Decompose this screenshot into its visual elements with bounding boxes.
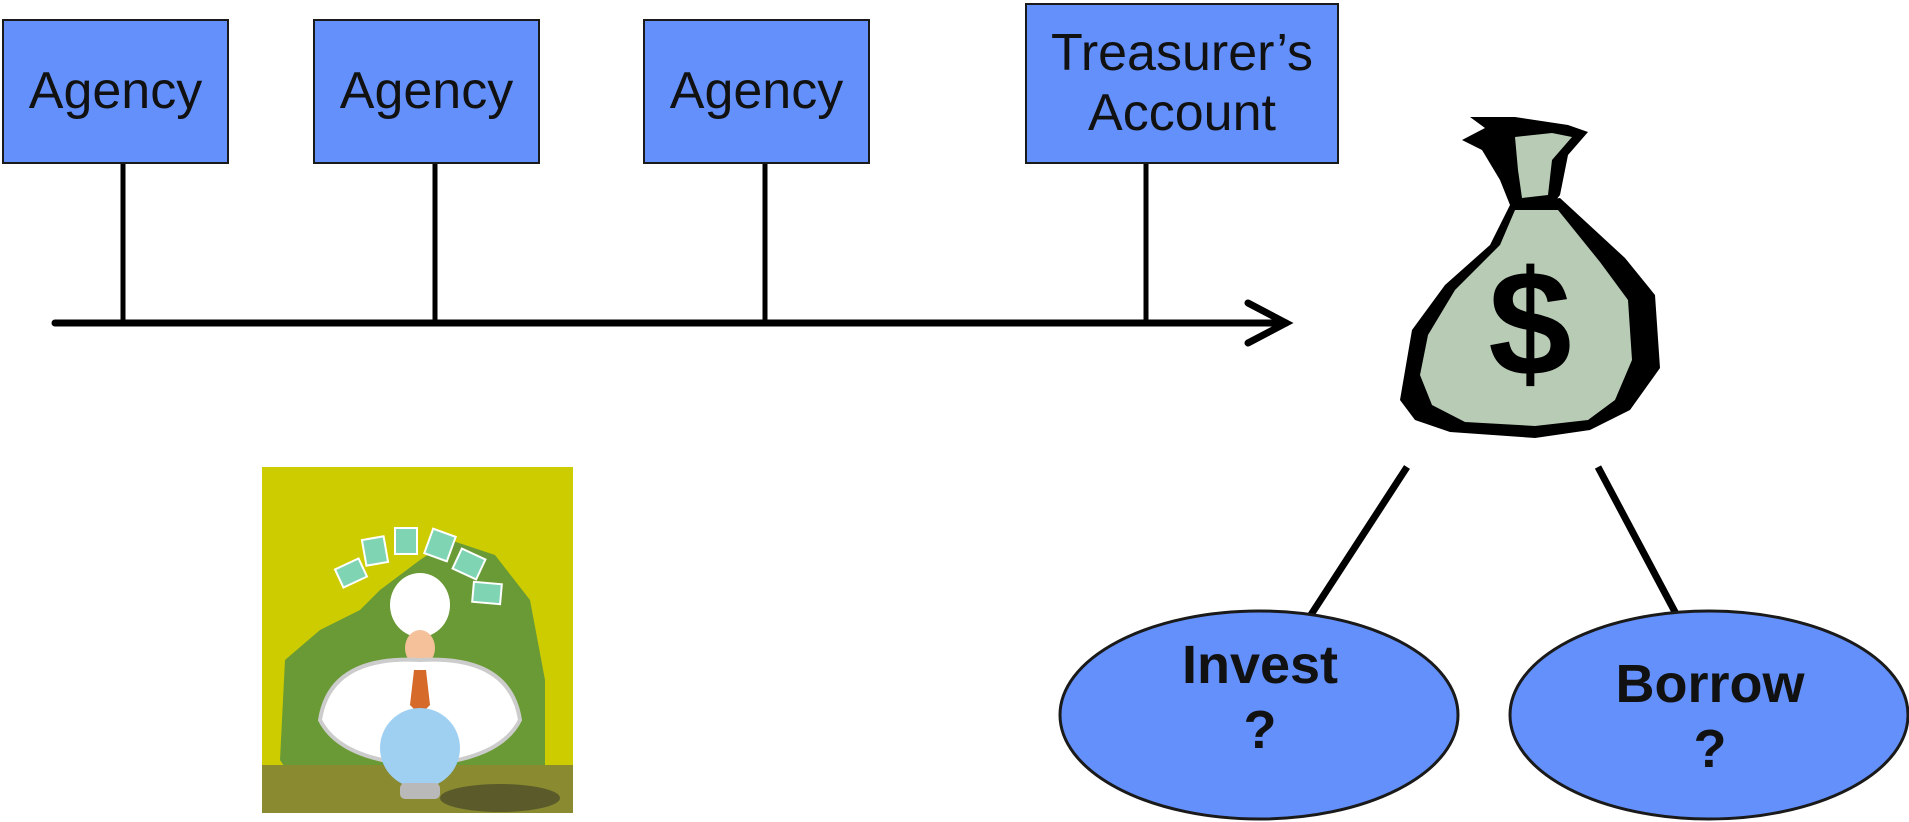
money-bag-icon: $ xyxy=(1400,117,1660,438)
agency-box-2[interactable]: Agency xyxy=(313,19,540,164)
box-connectors xyxy=(120,163,1149,323)
branch-lines xyxy=(1300,465,1687,629)
borrow-ellipse[interactable] xyxy=(1508,609,1909,821)
fortune-teller-clipart xyxy=(262,467,573,813)
agency-label-1: Agency xyxy=(28,61,203,120)
invest-ellipse[interactable] xyxy=(1058,609,1460,821)
branch-invest xyxy=(1300,465,1410,629)
branch-borrow xyxy=(1594,465,1687,629)
borrow-label: Borrow ? xyxy=(1615,654,1805,779)
agency-box-3[interactable]: Agency xyxy=(643,19,870,164)
agency-box-1[interactable]: Agency xyxy=(2,19,229,164)
dollar-sign: $ xyxy=(1488,239,1571,407)
invest-label: Invest ? xyxy=(1181,635,1339,760)
timeline-arrow xyxy=(51,299,1294,347)
treasurer-account-label: Treasurer’s Account xyxy=(1050,23,1313,142)
treasurer-account-box[interactable]: Treasurer’s Account xyxy=(1025,3,1339,164)
agency-label-2: Agency xyxy=(339,61,514,120)
agency-label-3: Agency xyxy=(669,61,844,120)
